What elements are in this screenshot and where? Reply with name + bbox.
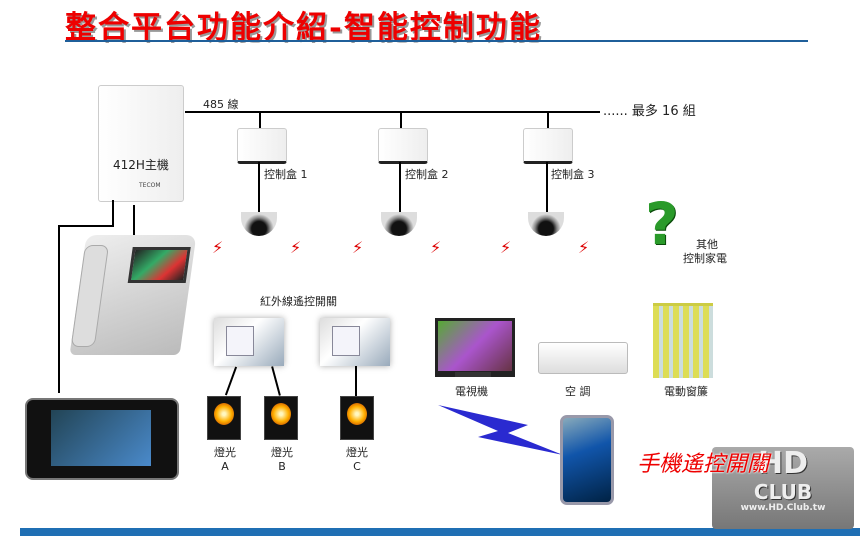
host-brand: TECOM <box>139 182 161 189</box>
air-conditioner-icon <box>538 342 628 374</box>
light-label: 燈光 <box>346 446 368 459</box>
wireless-signal-icon <box>438 405 563 455</box>
ir-switch-1 <box>214 318 284 366</box>
other-label: 其他 <box>696 238 718 251</box>
ir-sensor-2 <box>381 212 417 236</box>
title-underline <box>65 40 808 42</box>
bus-label: 485 線 <box>203 98 239 111</box>
control-box-label: 控制盒 1 <box>264 168 308 181</box>
light-label: 燈光 <box>214 446 236 459</box>
control-box-label: 控制盒 2 <box>405 168 449 181</box>
appliance-label: 電視機 <box>455 385 488 398</box>
light-id: A <box>221 460 229 473</box>
ir-switch-2 <box>320 318 390 366</box>
host-412h: 412H主機 TECOM <box>98 85 184 202</box>
ir-switch-label: 紅外線遙控開關 <box>260 295 337 308</box>
bus-max-label: ...... 最多 16 組 <box>603 104 696 119</box>
control-box-2 <box>378 128 428 164</box>
control-box-label: 控制盒 3 <box>551 168 595 181</box>
video-phone <box>69 235 197 355</box>
host-label: 412H主機 <box>113 158 169 172</box>
signal-icon: ⚡ <box>212 238 224 257</box>
signal-icon: ⚡ <box>500 238 512 257</box>
signal-icon: ⚡ <box>290 238 302 257</box>
light-label: 燈光 <box>271 446 293 459</box>
bus-line <box>185 111 600 113</box>
smartphone-icon <box>560 415 614 505</box>
tv-icon <box>435 318 515 377</box>
ir-sensor-1 <box>241 212 277 236</box>
ir-sensor-3 <box>528 212 564 236</box>
appliance-label: 空 調 <box>565 385 591 398</box>
light-bulb-c <box>340 396 374 440</box>
light-id: C <box>353 460 361 473</box>
signal-icon: ⚡ <box>578 238 590 257</box>
light-id: B <box>278 460 286 473</box>
control-box-1 <box>237 128 287 164</box>
light-bulb-a <box>207 396 241 440</box>
signal-icon: ⚡ <box>352 238 364 257</box>
question-mark-icon: ? <box>645 190 679 258</box>
footer-bar <box>20 528 860 536</box>
signal-icon: ⚡ <box>430 238 442 257</box>
curtain-icon <box>653 303 713 378</box>
mobile-control-label: 手機遙控開關 <box>637 452 770 477</box>
appliance-label: 電動窗簾 <box>664 385 708 398</box>
control-box-3 <box>523 128 573 164</box>
other-label: 控制家電 <box>683 252 727 265</box>
hdclub-watermark-logo: HD CLUB www.HD.Club.tw <box>712 447 854 529</box>
touch-panel <box>25 398 179 480</box>
light-bulb-b <box>264 396 298 440</box>
